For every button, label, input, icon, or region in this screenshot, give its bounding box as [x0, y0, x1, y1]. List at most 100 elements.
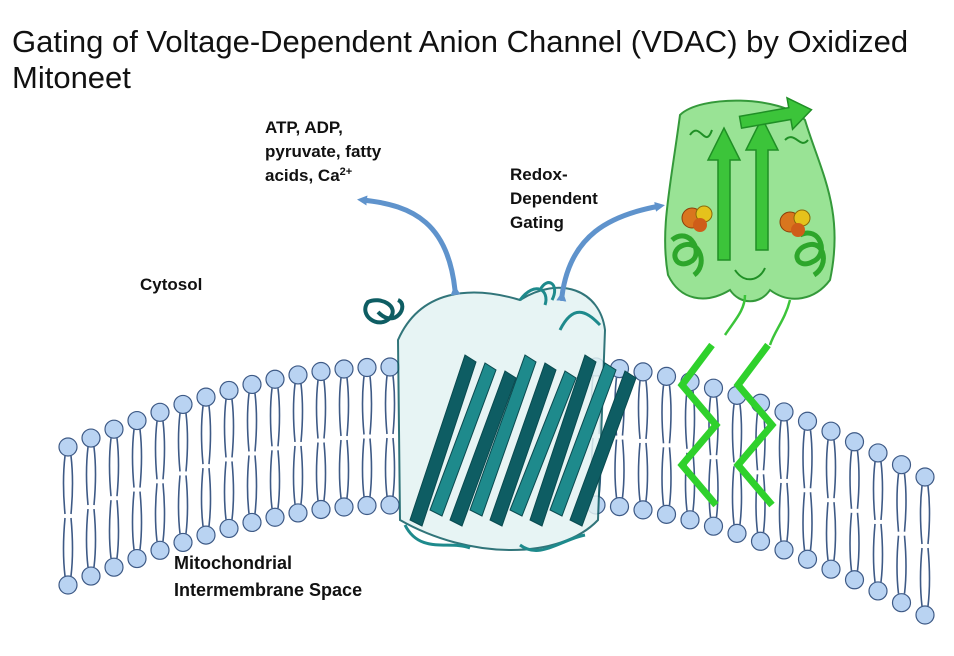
mitoneet-helix-left: [670, 233, 704, 278]
lipid-molecule-pair: [288, 365, 308, 523]
lipid-molecule-pair: [868, 443, 888, 601]
lipid-head: [891, 593, 912, 613]
lipid-head: [915, 605, 935, 625]
redox-label-line-1: Redox-: [510, 165, 568, 184]
lipid-molecule-pair: [656, 366, 677, 524]
lipid-head: [265, 507, 285, 527]
lipid-head: [868, 581, 888, 601]
lipid-molecule-pair: [173, 394, 193, 553]
lipid-head: [219, 380, 239, 401]
lipid-head: [196, 525, 216, 545]
lipid-molecule-pair: [703, 378, 724, 536]
lipid-head: [656, 366, 677, 386]
mitoneet-linker: [723, 294, 792, 346]
lipid-molecule-pair: [915, 467, 935, 625]
vdac-beta-strand: [569, 370, 637, 527]
lipid-head: [750, 531, 771, 551]
lipid-head: [821, 421, 841, 441]
lipid-head: [58, 437, 78, 457]
lipid-molecule-pair: [334, 359, 354, 517]
lipid-head: [334, 497, 354, 517]
lipid-molecule-pair: [311, 361, 331, 520]
cytosol-label: Cytosol: [140, 275, 203, 294]
mitoneet-protein: [664, 96, 836, 346]
lipid-head: [127, 410, 147, 431]
vdac-beta-strand: [489, 362, 557, 527]
lipid-molecule-pair: [104, 419, 124, 577]
lipid-head: [173, 394, 193, 415]
lipid-molecule-pair: [821, 421, 841, 579]
vdac-loop-top-left: [363, 298, 405, 325]
lipid-head: [150, 540, 170, 560]
vdac-beta-strand: [509, 370, 577, 517]
redox-label-line-2: Dependent: [510, 189, 598, 208]
lipid-molecule-pair: [265, 369, 285, 527]
lipid-head: [774, 402, 794, 422]
metabolites-label-line-1: ATP, ADP,: [265, 118, 343, 137]
intermembrane-label-line-2: Intermembrane Space: [174, 580, 363, 600]
lipid-head: [334, 359, 354, 379]
metabolites-label: ATP, ADP, pyruvate, fatty acids, Ca2+: [265, 116, 381, 188]
lipid-head: [633, 500, 653, 520]
lipid-molecule-pair: [357, 357, 377, 516]
lipid-head: [150, 402, 170, 422]
lipid-head: [173, 532, 193, 553]
calcium-charge-superscript: 2+: [339, 166, 353, 178]
vdac-loop-bottom: [403, 524, 586, 552]
vdac-beta-strand: [549, 362, 617, 517]
redox-gating-arrow: [556, 201, 665, 302]
page-title: Gating of Voltage-Dependent Anion Channe…: [12, 24, 909, 95]
lipid-head: [127, 548, 147, 569]
intermembrane-label-line-1: Mitochondrial: [174, 553, 292, 573]
vdac-beta-strand: [429, 362, 497, 517]
lipid-molecule-pair: [774, 402, 794, 560]
vdac-beta-strand: [529, 354, 597, 527]
lipid-molecule-pair: [891, 455, 912, 613]
lipid-molecule-pair: [242, 374, 262, 533]
lipid-bilayer-left: [58, 357, 400, 595]
lipid-head: [311, 499, 331, 520]
lipid-head: [357, 495, 377, 516]
mitoneet-anchor-helix-1: [677, 342, 721, 508]
intermembrane-space-label: Mitochondrial Intermembrane Space: [174, 550, 362, 604]
lipid-head: [633, 362, 653, 382]
vdac-beta-strand: [409, 354, 477, 527]
lipid-molecule-pair: [127, 410, 147, 569]
lipid-head: [656, 504, 677, 524]
lipid-head: [380, 495, 400, 515]
metabolites-label-line-3: acids, Ca2+: [265, 164, 381, 188]
lipid-molecule-pair: [219, 380, 239, 539]
metabolite-flux-arrow: [357, 195, 461, 296]
metabolites-label-line-2: pyruvate, fatty: [265, 142, 382, 161]
mitoneet-body: [664, 99, 836, 303]
redox-label-line-3: Gating: [510, 213, 564, 232]
lipid-head: [844, 570, 865, 590]
mitoneet-beta-arrow-3: [738, 96, 813, 131]
redox-gating-label: Redox- Dependent Gating: [510, 163, 598, 235]
lipid-head: [703, 516, 724, 536]
lipid-head: [288, 365, 308, 385]
lipid-head: [727, 523, 747, 543]
lipid-head: [915, 467, 935, 487]
iron-sulfur-cluster-left: [681, 205, 713, 232]
mitoneet-beta-arrow-1: [706, 126, 742, 261]
lipid-head: [680, 510, 700, 530]
lipid-head: [891, 455, 912, 475]
mitoneet-beta-arrow-2: [744, 116, 780, 251]
vdac-barrel: [363, 281, 637, 552]
metabolites-label-line-3-text: acids, Ca: [265, 166, 340, 185]
lipid-head: [104, 419, 124, 439]
lipid-molecule-pair: [81, 428, 101, 586]
lipid-head: [703, 378, 724, 398]
lipid-head: [242, 374, 262, 395]
lipid-head: [81, 566, 101, 586]
lipid-head: [821, 559, 841, 579]
lipid-head: [311, 361, 331, 382]
mitoneet-helix-right: [794, 230, 826, 278]
lipid-head: [104, 557, 124, 577]
lipid-molecule-pair: [844, 432, 865, 590]
lipid-head: [609, 497, 630, 517]
lipid-head: [357, 357, 377, 378]
lipid-molecule-pair: [58, 437, 78, 595]
